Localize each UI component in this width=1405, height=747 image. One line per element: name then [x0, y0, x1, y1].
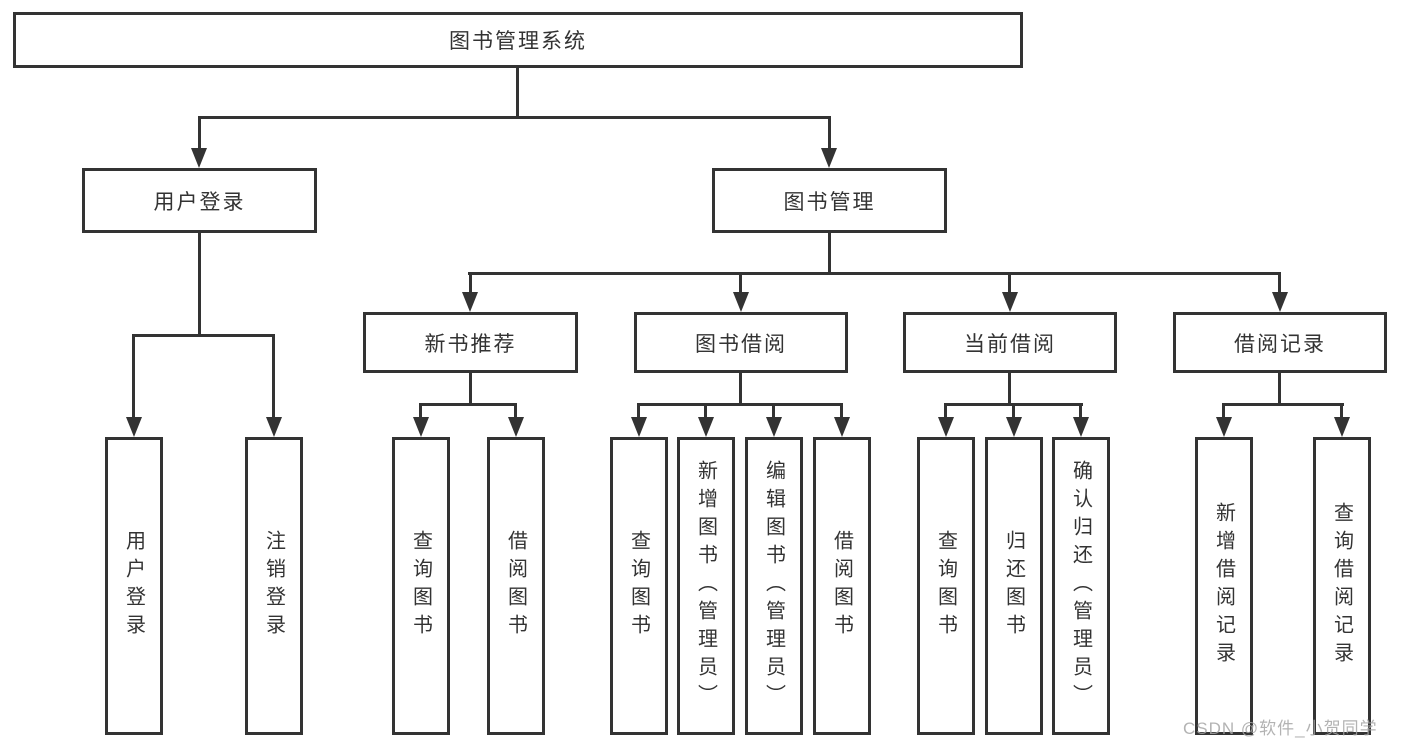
node-current-borrowing: 当前借阅: [903, 312, 1117, 373]
arrow-down-icon: [766, 417, 782, 437]
connector-line: [468, 272, 1280, 275]
node-book-management-branch: 图书管理: [712, 168, 947, 233]
arrow-down-icon: [462, 292, 478, 312]
arrow-down-icon: [938, 417, 954, 437]
connector-line: [132, 334, 135, 419]
node-borrowing-records: 借阅记录: [1173, 312, 1387, 373]
connector-line: [419, 403, 517, 406]
connector-line: [514, 403, 517, 419]
connector-line: [772, 403, 775, 419]
leaf-query-books-recommend: 查询图书: [392, 437, 450, 735]
leaf-query-books-current: 查询图书: [917, 437, 975, 735]
connector-line: [1079, 403, 1082, 419]
connector-line: [637, 403, 843, 406]
node-library-management-system: 图书管理系统: [13, 12, 1023, 68]
connector-line: [944, 403, 947, 419]
leaf-add-books-admin: 新增图书（管理员）: [677, 437, 735, 735]
leaf-query-borrow-record: 查询借阅记录: [1313, 437, 1371, 735]
connector-line: [419, 403, 422, 419]
arrow-down-icon: [1006, 417, 1022, 437]
connector-line: [840, 403, 843, 419]
leaf-query-books-borrowing: 查询图书: [610, 437, 668, 735]
arrow-down-icon: [821, 148, 837, 168]
csdn-watermark: CSDN @软件_小贺同学: [1183, 719, 1378, 738]
leaf-borrow-books-recommend: 借阅图书: [487, 437, 545, 735]
connector-line: [704, 403, 707, 419]
connector-line: [1278, 373, 1281, 405]
connector-line: [1008, 272, 1011, 294]
connector-line: [272, 334, 275, 419]
connector-line: [469, 373, 472, 405]
connector-line: [1012, 403, 1015, 419]
connector-line: [198, 116, 830, 119]
arrow-down-icon: [126, 417, 142, 437]
leaf-add-borrow-record: 新增借阅记录: [1195, 437, 1253, 735]
arrow-down-icon: [698, 417, 714, 437]
connector-line: [1008, 373, 1011, 405]
connector-line: [1340, 403, 1343, 419]
connector-line: [516, 68, 519, 118]
leaf-logout: 注销登录: [245, 437, 303, 735]
connector-line: [1222, 403, 1344, 406]
arrow-down-icon: [834, 417, 850, 437]
node-new-book-recommendation: 新书推荐: [363, 312, 578, 373]
arrow-down-icon: [1002, 292, 1018, 312]
connector-line: [469, 272, 472, 294]
leaf-confirm-return-admin: 确认归还（管理员）: [1052, 437, 1110, 735]
arrow-down-icon: [413, 417, 429, 437]
arrow-down-icon: [508, 417, 524, 437]
leaf-return-books: 归还图书: [985, 437, 1043, 735]
node-user-login-branch: 用户登录: [82, 168, 317, 233]
connector-line: [739, 272, 742, 294]
node-book-borrowing: 图书借阅: [634, 312, 848, 373]
leaf-user-login: 用户登录: [105, 437, 163, 735]
connector-line: [637, 403, 640, 419]
connector-line: [739, 373, 742, 405]
leaf-borrow-books: 借阅图书: [813, 437, 871, 735]
connector-line: [828, 233, 831, 274]
arrow-down-icon: [631, 417, 647, 437]
connector-line: [198, 116, 201, 150]
connector-line: [1222, 403, 1225, 419]
arrow-down-icon: [191, 148, 207, 168]
arrow-down-icon: [733, 292, 749, 312]
connector-line: [198, 233, 201, 336]
connector-line: [132, 334, 275, 337]
leaf-edit-books-admin: 编辑图书（管理员）: [745, 437, 803, 735]
arrow-down-icon: [1334, 417, 1350, 437]
arrow-down-icon: [1216, 417, 1232, 437]
arrow-down-icon: [1272, 292, 1288, 312]
arrow-down-icon: [1073, 417, 1089, 437]
connector-line: [1278, 272, 1281, 294]
arrow-down-icon: [266, 417, 282, 437]
connector-line: [828, 116, 831, 150]
